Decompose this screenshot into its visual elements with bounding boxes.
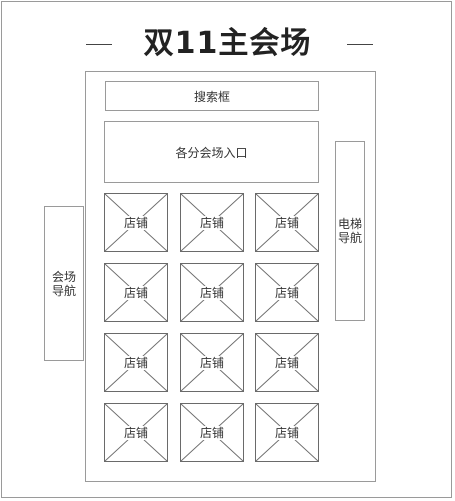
shop-label: 店铺: [121, 215, 151, 230]
shop-cell[interactable]: 店铺: [255, 193, 319, 252]
shop-label: 店铺: [272, 285, 302, 300]
venue-nav[interactable]: 会场 导航: [44, 206, 84, 361]
sub-venue-entry-label: 各分会场入口: [175, 145, 248, 160]
shop-label: 店铺: [272, 215, 302, 230]
shop-cell[interactable]: 店铺: [104, 403, 168, 462]
shop-label: 店铺: [197, 285, 227, 300]
shop-cell[interactable]: 店铺: [180, 403, 244, 462]
shop-label: 店铺: [272, 355, 302, 370]
shop-label: 店铺: [197, 425, 227, 440]
search-box-label: 搜索框: [193, 89, 230, 104]
search-box[interactable]: 搜索框: [105, 81, 319, 111]
shop-label: 店铺: [197, 355, 227, 370]
sub-venue-entry[interactable]: 各分会场入口: [104, 121, 319, 183]
shop-label: 店铺: [121, 355, 151, 370]
elevator-nav-line-1: 电梯: [337, 217, 362, 231]
elevator-nav[interactable]: 电梯 导航: [335, 141, 365, 321]
venue-nav-line-1: 会场: [51, 269, 76, 284]
page-title: 双11主会场: [143, 26, 312, 61]
shop-cell[interactable]: 店铺: [180, 263, 244, 322]
shop-cell[interactable]: 店铺: [180, 193, 244, 252]
shop-label: 店铺: [121, 285, 151, 300]
elevator-nav-line-2: 导航: [337, 231, 362, 245]
shop-label: 店铺: [197, 215, 227, 230]
venue-nav-line-2: 导航: [51, 283, 76, 298]
title-dash-right: [347, 44, 373, 45]
shop-label: 店铺: [121, 425, 151, 440]
page-title-row: 双11主会场: [0, 22, 455, 66]
shop-cell[interactable]: 店铺: [104, 263, 168, 322]
shop-cell[interactable]: 店铺: [104, 333, 168, 392]
shop-label: 店铺: [272, 425, 302, 440]
shop-cell[interactable]: 店铺: [255, 333, 319, 392]
shop-cell[interactable]: 店铺: [255, 263, 319, 322]
shop-cell[interactable]: 店铺: [180, 333, 244, 392]
shop-cell[interactable]: 店铺: [104, 193, 168, 252]
title-dash-left: [86, 44, 112, 45]
shop-cell[interactable]: 店铺: [255, 403, 319, 462]
